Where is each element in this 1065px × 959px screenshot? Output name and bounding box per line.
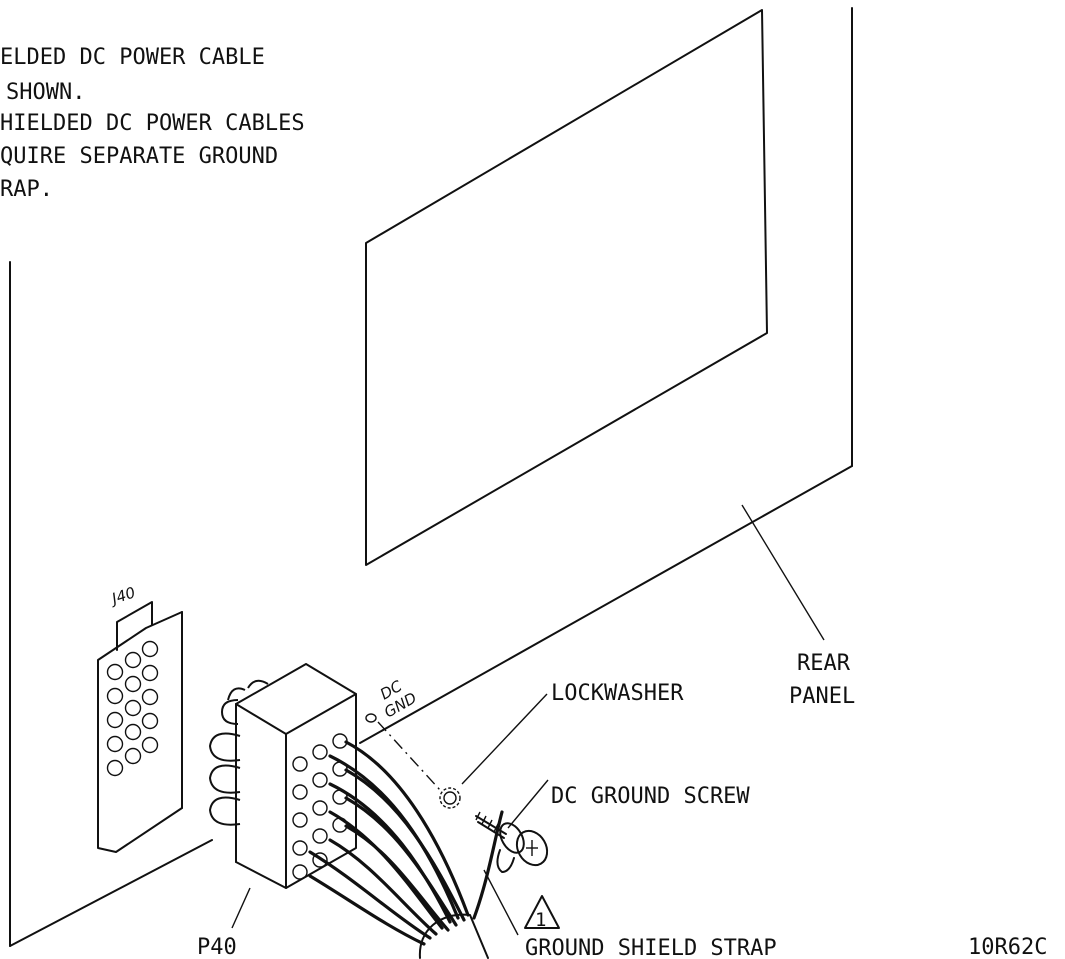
assembly-center-line (377, 721, 441, 791)
rear-panel-label-line-1: REAR (797, 651, 851, 676)
p40-plug (208, 663, 357, 889)
lockwasher-leader (461, 693, 548, 785)
cable-wires (308, 740, 470, 946)
note-text: ELDED DC POWER CABLE SHOWN. HIELDED DC P… (0, 45, 305, 202)
j40-pin-holes (106, 640, 159, 777)
rear-panel-label-line-2: PANEL (789, 684, 855, 709)
lockwasher-label: LOCKWASHER (551, 681, 684, 706)
p40-face-holes (292, 733, 348, 880)
callout-number: 1 (535, 909, 546, 931)
lockwasher (439, 787, 461, 809)
dc-gnd-hole (365, 713, 377, 723)
rear-panel-leader (741, 504, 825, 641)
ground-shield-strap-wire (472, 810, 504, 920)
dc-ground-screw-label: DC GROUND SCREW (551, 784, 750, 809)
note-line-2: SHOWN. (6, 80, 85, 105)
dc-ground-screw-leader (507, 779, 549, 829)
cable-bundle (418, 913, 489, 959)
p40-label: P40 (197, 935, 237, 959)
p40-pins (208, 679, 269, 826)
dc-ground-screw (475, 811, 549, 873)
note-line-5: RAP. (0, 177, 53, 202)
note-line-4: QUIRE SEPARATE GROUND (0, 144, 278, 169)
panel-opening (365, 9, 768, 566)
ground-shield-strap-label: GROUND SHIELD STRAP (525, 936, 777, 959)
j40-receptacle: J40 (97, 583, 183, 853)
note-line-1: ELDED DC POWER CABLE (0, 45, 265, 70)
rear-panel-outline (9, 7, 853, 947)
note-line-3: HIELDED DC POWER CABLES (0, 111, 305, 136)
drawing-number: 10R62C (968, 935, 1047, 959)
j40-label: J40 (107, 583, 138, 608)
p40-leader (231, 887, 251, 929)
ground-shield-strap-leader (483, 869, 519, 936)
dc-gnd-marking: DC GND (365, 677, 420, 723)
callout-triangle (524, 895, 560, 929)
